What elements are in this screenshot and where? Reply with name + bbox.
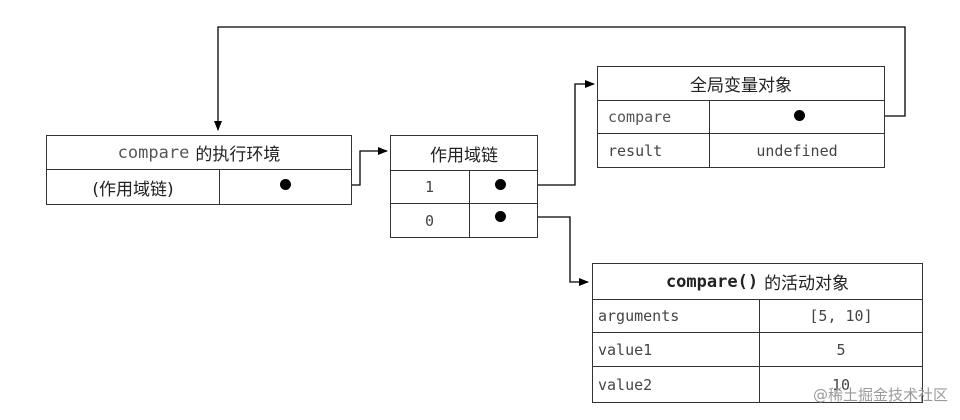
activation-row-arguments-label: arguments xyxy=(598,307,680,325)
exec-context-scope-label-cell: (作用域链) xyxy=(47,170,219,204)
activation-object-box: compare() 的活动对象 arguments [5, 10] value1… xyxy=(592,263,923,403)
scope-chain-index-1: 1 xyxy=(391,171,469,204)
activation-row-value1-value-text: 5 xyxy=(836,340,846,359)
exec-context-title-text: 的执行环境 xyxy=(195,145,281,165)
scope-chain-index-0: 0 xyxy=(391,204,469,237)
exec-context-box: compare 的执行环境 (作用域链) xyxy=(46,135,352,205)
watermark: @稀土掘金技术社区 xyxy=(812,386,948,404)
activation-row-value2-name: value2 xyxy=(593,367,759,402)
activation-row-value2-label: value2 xyxy=(598,375,653,394)
global-object-box: 全局变量对象 compare result undefined xyxy=(597,66,885,168)
scope-chain-slot-0 xyxy=(469,204,537,237)
global-object-title-text: 全局变量对象 xyxy=(690,76,792,96)
activation-row-value1-name: value1 xyxy=(593,333,759,367)
global-row-result-label: result xyxy=(608,141,663,160)
exec-context-scope-pointer-cell xyxy=(219,170,351,204)
exec-context-pointer-dot xyxy=(280,179,291,190)
scope-chain-title: 作用域链 xyxy=(391,136,537,171)
activation-row-arguments-value-text: [5, 10] xyxy=(809,307,873,325)
global-row-result-value-text: undefined xyxy=(756,141,838,160)
activation-object-title-code: compare() xyxy=(665,271,759,292)
global-row-compare-label: compare xyxy=(608,108,672,126)
global-object-title: 全局变量对象 xyxy=(598,67,884,101)
scope-chain-slot-1 xyxy=(469,171,537,204)
global-compare-pointer-dot xyxy=(794,110,805,121)
scope-chain-slot-1-dot xyxy=(495,179,506,190)
activation-row-arguments-name: arguments xyxy=(593,300,759,333)
exec-context-title: compare 的执行环境 xyxy=(47,136,351,170)
global-row-compare-value xyxy=(709,101,884,134)
activation-row-value1-label: value1 xyxy=(598,340,653,359)
exec-context-title-code: compare xyxy=(117,142,190,163)
activation-object-title: compare() 的活动对象 xyxy=(593,264,922,300)
exec-context-scope-label: (作用域链) xyxy=(92,179,174,200)
global-row-result-value: undefined xyxy=(709,134,884,167)
scope-chain-slot-0-dot xyxy=(495,211,506,222)
activation-row-arguments-value: [5, 10] xyxy=(759,300,922,333)
activation-object-title-text: 的活动对象 xyxy=(764,274,850,294)
scope-chain-index-0-label: 0 xyxy=(425,211,435,230)
global-row-result-name: result xyxy=(598,134,709,167)
activation-row-value2-value-text: 10 xyxy=(831,375,851,394)
activation-row-value2-value: 10 xyxy=(759,367,922,402)
scope-chain-index-1-label: 1 xyxy=(425,178,435,196)
scope-chain-title-text: 作用域链 xyxy=(430,145,498,166)
scope-chain-box: 作用域链 1 0 xyxy=(390,135,538,238)
arrow-scope1-to-global xyxy=(520,80,595,186)
global-row-compare-name: compare xyxy=(598,101,709,134)
activation-row-value1-value: 5 xyxy=(759,333,922,367)
